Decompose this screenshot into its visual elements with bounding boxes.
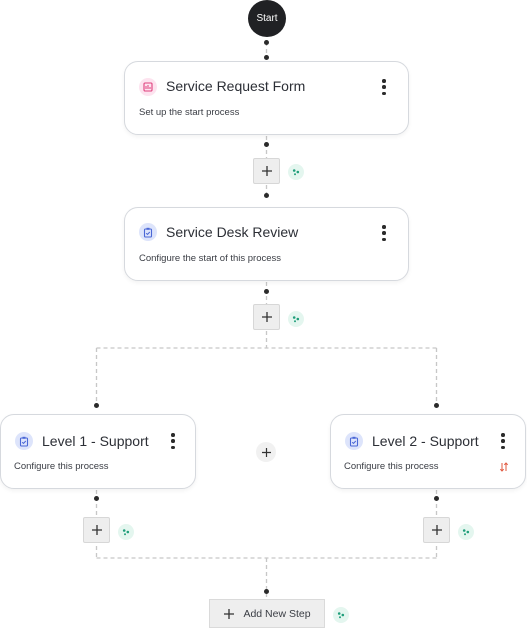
plus-icon — [431, 525, 442, 535]
step-card-service-request-form[interactable]: Service Request Form Set up the start pr… — [124, 61, 409, 135]
ai-sparkle-button[interactable] — [288, 164, 304, 180]
form-icon — [139, 78, 157, 96]
sparkle-icon — [122, 529, 130, 536]
step-description: Configure this process — [344, 461, 439, 472]
add-step-button[interactable] — [253, 304, 280, 330]
add-branch-button[interactable] — [256, 442, 276, 462]
sparkle-icon — [337, 612, 345, 619]
more-options-icon[interactable] — [498, 431, 508, 451]
step-card-service-desk-review[interactable]: Service Desk Review Configure the start … — [124, 207, 409, 281]
sort-arrows-icon[interactable] — [498, 461, 510, 473]
step-title: Service Request Form — [166, 78, 306, 94]
step-card-level-2-support[interactable]: Level 2 - Support Configure this process — [330, 414, 526, 489]
step-description: Configure this process — [14, 461, 109, 472]
connector-dot — [94, 403, 99, 408]
start-label: Start — [256, 13, 278, 24]
connector-dot — [434, 496, 439, 501]
clipboard-icon — [15, 432, 33, 450]
add-new-step-label: Add New Step — [243, 607, 311, 620]
clipboard-icon — [139, 223, 157, 241]
sparkle-icon — [462, 529, 470, 536]
start-node[interactable]: Start — [248, 0, 286, 37]
step-description: Set up the start process — [139, 107, 240, 118]
step-description: Configure the start of this process — [139, 253, 282, 264]
add-new-step-button[interactable]: Add New Step — [209, 599, 325, 628]
ai-sparkle-button[interactable] — [288, 311, 304, 327]
add-step-button[interactable] — [423, 517, 450, 543]
clipboard-icon — [345, 432, 363, 450]
more-options-icon[interactable] — [379, 77, 389, 97]
connector-dot — [264, 142, 269, 147]
step-title: Level 1 - Support — [42, 433, 149, 449]
sparkle-icon — [292, 169, 300, 176]
plus-icon — [261, 166, 272, 176]
plus-icon — [224, 608, 235, 619]
ai-sparkle-button[interactable] — [458, 524, 474, 540]
step-title: Service Desk Review — [166, 224, 299, 240]
plus-icon — [91, 525, 102, 535]
plus-icon — [261, 312, 272, 322]
step-title: Level 2 - Support — [372, 433, 479, 449]
connector-dot — [264, 589, 269, 594]
more-options-icon[interactable] — [379, 223, 389, 243]
sparkle-icon — [292, 316, 300, 323]
connector-dot — [434, 403, 439, 408]
ai-sparkle-button[interactable] — [333, 607, 349, 623]
connector-dot — [264, 40, 269, 45]
connector-dot — [264, 193, 269, 198]
plus-icon — [261, 447, 271, 457]
add-step-button[interactable] — [253, 158, 280, 184]
more-options-icon[interactable] — [168, 431, 178, 451]
connector-dot — [264, 289, 269, 294]
ai-sparkle-button[interactable] — [118, 524, 134, 540]
add-step-button[interactable] — [83, 517, 110, 543]
connector-dot — [94, 496, 99, 501]
step-card-level-1-support[interactable]: Level 1 - Support Configure this process — [0, 414, 196, 489]
connector-dot — [264, 55, 269, 60]
